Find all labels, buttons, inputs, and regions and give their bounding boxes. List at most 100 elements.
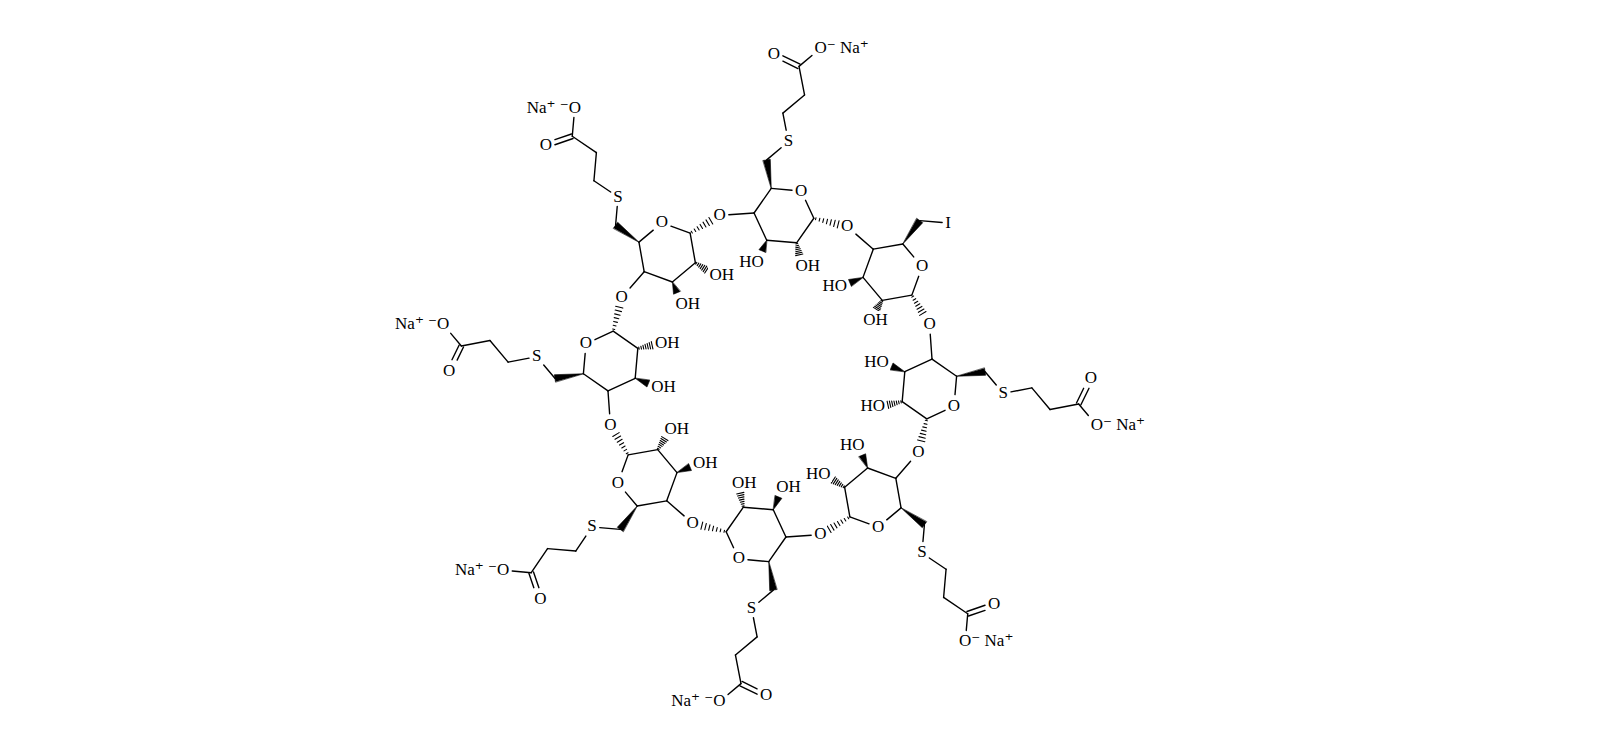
single-bond: [944, 597, 968, 613]
single-bond: [512, 571, 531, 573]
single-bond: [735, 637, 757, 655]
single-bond: [625, 492, 637, 506]
single-bond: [583, 374, 608, 391]
single-bond: [508, 358, 529, 362]
bond-group: [451, 56, 1089, 695]
single-bond: [903, 244, 914, 257]
single-bond: [932, 359, 957, 376]
single-bond: [944, 569, 946, 597]
single-bond: [748, 560, 769, 562]
hashed-bond: [831, 477, 844, 488]
single-bond: [637, 501, 667, 506]
single-bond: [929, 558, 946, 569]
hashed-bond: [816, 218, 840, 228]
single-bond: [726, 532, 733, 548]
single-bond: [920, 221, 942, 223]
double-bond: [555, 134, 573, 145]
atom-label: O: [732, 549, 746, 566]
hashed-bond: [613, 433, 628, 454]
wedge-bond: [554, 374, 583, 382]
atom-label: O⁻ Na⁺: [958, 632, 1014, 649]
single-bond: [896, 478, 901, 508]
single-bond: [799, 66, 805, 95]
atom-label: O: [840, 217, 854, 234]
single-bond: [912, 276, 919, 295]
atom-label: O: [686, 514, 700, 531]
single-bond: [594, 181, 611, 192]
wedge-bond: [773, 496, 782, 510]
hashed-bond: [613, 306, 623, 329]
atom-label: O: [614, 288, 628, 305]
single-bond: [490, 340, 508, 362]
atom-label: O: [539, 136, 553, 153]
atom-label: S: [916, 543, 927, 560]
atom-label: O: [603, 416, 617, 433]
atom-label: OH: [663, 420, 690, 437]
atom-label: O⁻ Na⁺: [1090, 416, 1146, 433]
atom-label: I: [944, 214, 952, 231]
single-bond: [667, 473, 677, 501]
single-bond: [1011, 388, 1032, 392]
single-bond: [735, 655, 741, 684]
atom-label: HO: [805, 465, 832, 482]
single-bond: [600, 528, 620, 530]
single-bond: [805, 200, 813, 218]
atom-label: HO: [738, 253, 765, 270]
single-bond: [576, 536, 586, 551]
single-bond: [868, 468, 896, 478]
single-bond: [548, 549, 576, 551]
atom-label: O: [794, 182, 808, 199]
wedge-bond: [901, 508, 926, 528]
single-bond: [728, 684, 741, 695]
atom-label: O: [922, 315, 936, 332]
single-bond: [667, 501, 684, 516]
wedge-bond: [859, 454, 868, 468]
single-bond: [658, 450, 677, 473]
atom-label: OH: [692, 454, 719, 471]
atom-label: OH: [795, 257, 822, 274]
single-bond: [902, 402, 927, 419]
single-bond: [1079, 404, 1089, 416]
single-bond: [771, 188, 792, 190]
single-bond: [451, 333, 462, 346]
double-bond: [452, 345, 464, 360]
single-bond: [622, 455, 628, 472]
single-bond: [690, 233, 695, 263]
wedge-bond: [672, 282, 680, 294]
atom-label: OH: [674, 295, 701, 312]
hashed-bond: [796, 244, 803, 256]
single-bond: [799, 56, 812, 67]
atom-label: OH: [862, 311, 889, 328]
single-bond: [639, 242, 644, 272]
atom-label: O: [987, 595, 1001, 612]
wedge-bond: [848, 277, 863, 286]
wedge-bond: [903, 218, 923, 243]
single-bond: [595, 331, 613, 340]
atom-label: S: [998, 384, 1009, 401]
single-bond: [531, 549, 547, 573]
wedge-bond: [890, 363, 905, 372]
atom-label: O: [767, 45, 781, 62]
wedge-bond: [635, 378, 650, 387]
single-bond: [743, 507, 773, 510]
single-bond: [923, 525, 924, 542]
single-bond: [583, 353, 585, 373]
single-bond: [966, 614, 967, 631]
single-bond: [726, 507, 743, 532]
single-bond: [616, 207, 618, 226]
single-bond: [882, 295, 912, 300]
atom-label: OH: [731, 474, 758, 491]
atom-label: OH: [654, 334, 681, 351]
wedge-bond: [677, 464, 691, 473]
atom-label: O: [759, 686, 773, 703]
single-bond: [572, 136, 596, 152]
single-bond: [985, 372, 996, 385]
atom-label: O: [947, 397, 961, 414]
atom-label: O: [813, 525, 827, 542]
single-bond: [845, 487, 850, 517]
double-bond: [529, 572, 539, 588]
atom-label: S: [586, 517, 597, 534]
atom-label: O: [533, 590, 547, 607]
